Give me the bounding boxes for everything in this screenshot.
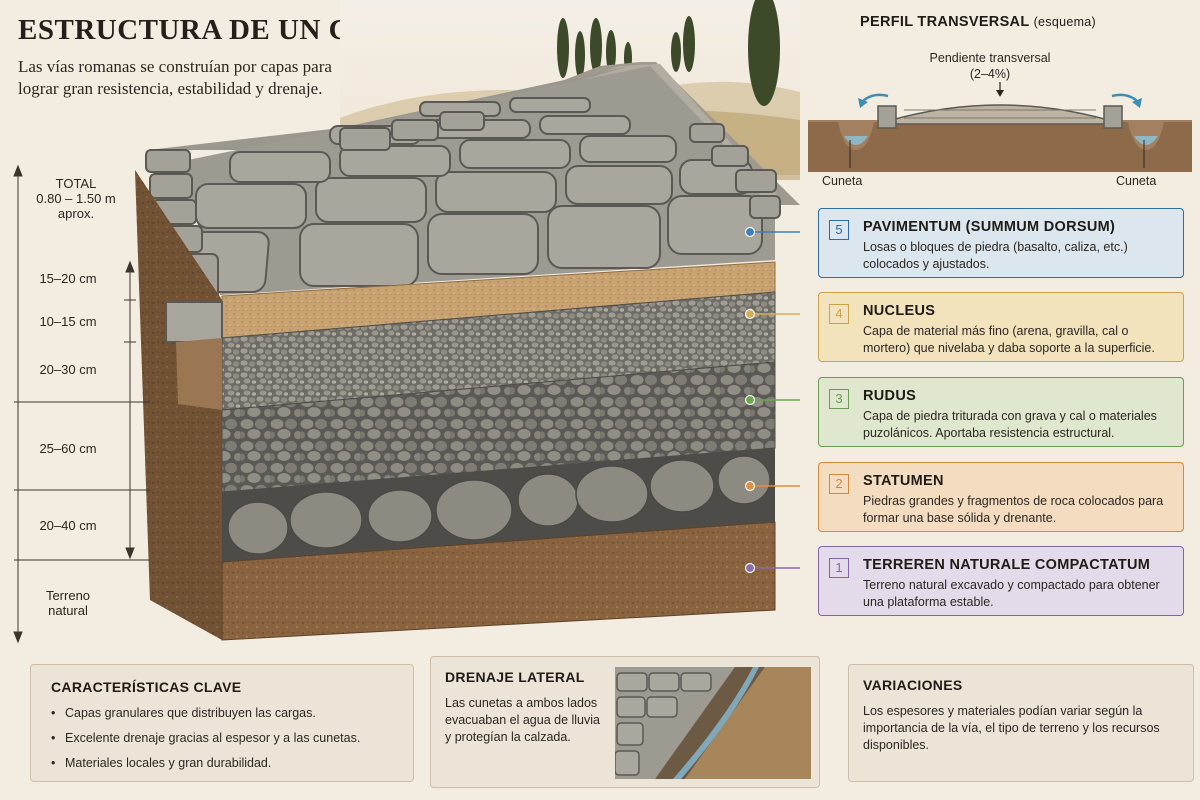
layer-card-rudus: 3 RUDUS Capa de piedra triturada con gra… — [818, 377, 1184, 447]
layer-4-marker — [744, 308, 756, 320]
dimension-layer-3: 20–30 cm — [39, 362, 97, 377]
slope-label-text: Pendiente transversal — [929, 51, 1051, 65]
ground-line-1: Terreno — [45, 588, 91, 603]
layer-name: STATUMEN — [863, 473, 944, 489]
layer-5-marker — [744, 226, 756, 238]
dimension-layer-1: 20–40 cm — [39, 518, 97, 533]
layer-1-marker — [744, 562, 756, 574]
cross-profile-diagram — [808, 82, 1192, 172]
key-features-title: CARACTERÍSTICAS CLAVE — [51, 679, 242, 695]
dimension-layer-5: 15–20 cm — [39, 271, 97, 286]
list-item: Materiales locales y gran durabilidad. — [51, 755, 360, 772]
profile-title-note: (esquema) — [1033, 15, 1097, 29]
total-dimension-label: TOTAL 0.80 – 1.50 m aprox. — [28, 176, 124, 221]
total-label: TOTAL — [55, 176, 97, 191]
layer-description: Capa de material más fino (arena, gravil… — [863, 324, 1155, 355]
road-cross-section-illustration — [13, 0, 800, 644]
list-item: Capas granulares que distribuyen las car… — [51, 705, 360, 722]
profile-title: PERFIL TRANSVERSAL (esquema) — [860, 14, 1096, 30]
list-item: Excelente drenaje gracias al espesor y a… — [51, 730, 360, 747]
slope-label: Pendiente transversal (2–4%) — [900, 50, 1080, 82]
variations-title: VARIACIONES — [863, 677, 963, 693]
key-features-box: CARACTERÍSTICAS CLAVE Capas granulares q… — [30, 664, 414, 782]
variations-box: VARIACIONES Los espesores y materiales p… — [848, 664, 1194, 782]
layer-description: Capa de piedra triturada con grava y cal… — [863, 409, 1157, 440]
intro-text: Las vías romanas se construían por capas… — [18, 57, 332, 98]
layer-description: Losas o bloques de piedra (basalto, cali… — [863, 240, 1128, 271]
layer-card-terreno: 1 TERREREN NATURALE COMPACTATUM Terreno … — [818, 546, 1184, 616]
ditch-left-label: Cuneta — [822, 174, 863, 188]
ditch-right-label: Cuneta — [1116, 174, 1157, 188]
dimension-layer-4: 10–15 cm — [39, 314, 97, 329]
layer-card-statumen: 2 STATUMEN Piedras grandes y fragmentos … — [818, 462, 1184, 532]
total-note: aprox. — [57, 206, 95, 221]
drainage-title: DRENAJE LATERAL — [445, 669, 585, 685]
profile-title-text: PERFIL TRANSVERSAL — [860, 14, 1030, 30]
layer-name: PAVIMENTUM (SUMMUM DORSUM) — [863, 219, 1116, 235]
layer-description: Terreno natural excavado y compactado pa… — [863, 578, 1160, 609]
total-value: 0.80 – 1.50 m — [36, 191, 116, 206]
dimension-layer-2: 25–60 cm — [39, 441, 97, 456]
layer-number: 4 — [829, 304, 849, 324]
layer-number: 5 — [829, 220, 849, 240]
layer-name: TERREREN NATURALE COMPACTATUM — [863, 557, 1151, 573]
drainage-text: Las cunetas a ambos lados evacuaban el a… — [445, 696, 600, 744]
variations-text: Los espesores y materiales podían variar… — [863, 704, 1160, 752]
dimension-ground: Terreno natural — [28, 588, 108, 618]
drainage-box: DRENAJE LATERAL Las cunetas a ambos lado… — [430, 656, 820, 788]
slope-value: (2–4%) — [969, 67, 1011, 81]
key-features-list: Capas granulares que distribuyen las car… — [51, 705, 360, 780]
layer-number: 3 — [829, 389, 849, 409]
layer-3-marker — [744, 394, 756, 406]
layer-card-nucleus: 4 NUCLEUS Capa de material más fino (are… — [818, 292, 1184, 362]
ground-line-2: natural — [48, 603, 88, 618]
layer-description: Piedras grandes y fragmentos de roca col… — [863, 494, 1164, 525]
layer-number: 2 — [829, 474, 849, 494]
layer-name: NUCLEUS — [863, 303, 936, 319]
dimension-lines — [13, 164, 150, 644]
layer-number: 1 — [829, 558, 849, 578]
layer-card-pavimentum: 5 PAVIMENTUM (SUMMUM DORSUM) Losas o blo… — [818, 208, 1184, 278]
drainage-illustration — [615, 667, 811, 779]
layer-2-marker — [744, 480, 756, 492]
layer-name: RUDUS — [863, 388, 917, 404]
